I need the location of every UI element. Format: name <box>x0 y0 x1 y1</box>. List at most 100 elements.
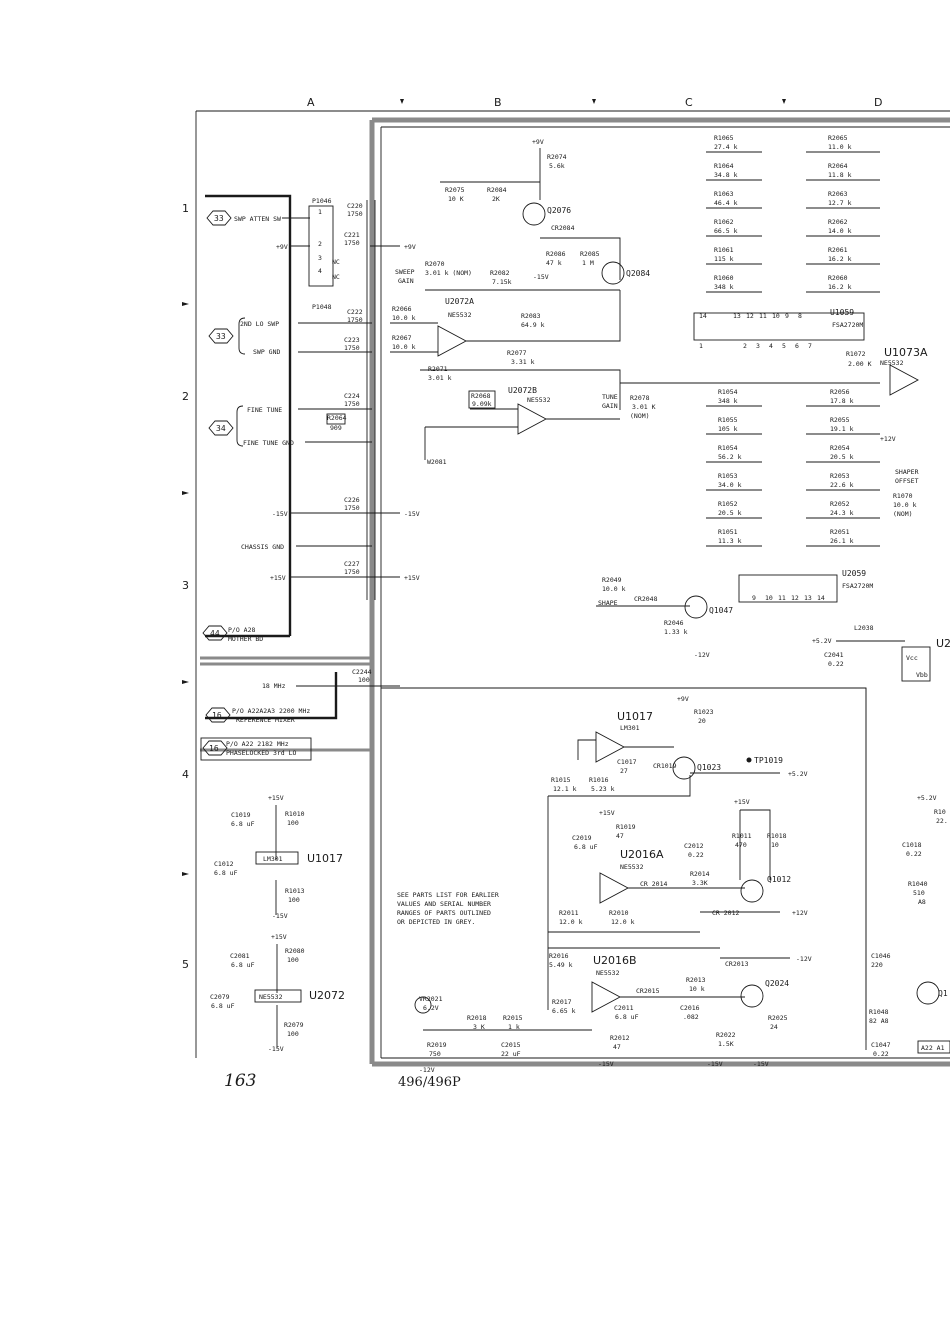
row-label-4: 4 <box>182 768 189 781</box>
wire <box>420 369 621 410</box>
feedthru-caps: C220 1750 C221 1750 C222 1750 C223 1750 … <box>344 200 376 684</box>
pin-number: 4 <box>769 342 773 350</box>
component-value: 11.3 k <box>718 537 742 545</box>
signal-label: CHASSIS GND <box>241 543 284 551</box>
component-label: R2053 <box>830 472 850 480</box>
component-value: 3.01 k (NOM) <box>425 269 472 277</box>
component-value: 66.5 k <box>714 227 738 235</box>
component-label: W2081 <box>427 458 447 466</box>
component-label: R2052 <box>830 500 850 508</box>
component-label: R1013 <box>285 887 305 895</box>
component-value: 0.22 <box>873 1050 889 1058</box>
pin-label: Vcc <box>906 654 918 662</box>
component-value: 12.1 k <box>553 785 577 793</box>
column-label-a: A <box>307 96 315 109</box>
component-label: R2067 <box>392 334 412 342</box>
component-value: 100 <box>287 819 299 827</box>
component-label: R1062 <box>714 218 734 226</box>
component-value: 64.9 k <box>521 321 545 329</box>
component-label: R10 <box>934 808 946 816</box>
component-value: 56.2 k <box>718 453 742 461</box>
component-label: R1011 <box>732 832 752 840</box>
note-line: RANGES OF PARTS OUTLINED <box>397 909 491 917</box>
component-label: C1012 <box>214 860 234 868</box>
component-label: R1016 <box>589 776 609 784</box>
connector-label: P1046 <box>312 197 332 205</box>
control-label: SWEEP <box>395 268 415 276</box>
row-label-5: 5 <box>182 958 189 971</box>
component-value: 47 <box>616 832 624 840</box>
signal-label: P/O A22A2A3 2200 MHz <box>232 707 310 715</box>
signal-label: P/O A28 <box>228 626 255 634</box>
transistor-icon <box>684 595 708 619</box>
component-value: NE5532 <box>527 396 551 404</box>
component-value: 0.22 <box>906 850 922 858</box>
signal-label: SWP GND <box>253 348 280 356</box>
component-value: A8 <box>918 898 926 906</box>
component-label: R1070 <box>893 492 913 500</box>
component-value: 3 K <box>473 1023 485 1031</box>
component-label: R2060 <box>828 274 848 282</box>
component-label: C1017 <box>617 758 637 766</box>
component-value: NE5532 <box>880 359 904 367</box>
component-label: CR2013 <box>725 960 749 968</box>
component-label: U2016B <box>593 954 637 967</box>
component-label: C2012 <box>684 842 704 850</box>
supply-label: -15V <box>533 273 549 281</box>
pin-number: 14 <box>817 594 825 602</box>
supply-label: -12V <box>694 651 710 659</box>
pin-number: 11 <box>778 594 786 602</box>
supply-label: -15V <box>272 912 288 920</box>
component-label: R2056 <box>830 388 850 396</box>
component-value: 24.3 k <box>830 509 854 517</box>
component-label: R2013 <box>686 976 706 984</box>
component-value: 2.00 K <box>848 360 872 368</box>
pin-label: Vbb <box>916 671 928 679</box>
control-label: OFFSET <box>895 477 919 485</box>
component-label: R2014 <box>690 870 710 878</box>
supply-label: +5.2V <box>788 770 808 778</box>
note-line: OR DEPICTED IN GREY. <box>397 918 475 926</box>
component-label: R2015 <box>503 1014 523 1022</box>
component-label: R2049 <box>602 576 622 584</box>
opamp-icon <box>517 403 547 435</box>
component-label: R2061 <box>828 246 848 254</box>
component-label: R2085 <box>580 250 600 258</box>
component-label: R2071 <box>428 365 448 373</box>
component-value: 9.09k <box>472 400 492 408</box>
block-sweep-amp: +9V R2074 5.6k R2075 10 K R2084 2K Q2076… <box>390 138 656 466</box>
signal-label: REFERENCE MIXER <box>236 716 295 724</box>
supply-label: -15V <box>707 1060 723 1068</box>
component-value: FSA2720M <box>842 582 873 590</box>
component-value: 6.8 uF <box>211 1002 235 1010</box>
component-value: 12.0 k <box>611 918 635 926</box>
handwritten-page-number: 163 <box>224 1071 256 1091</box>
component-value: 470 <box>735 841 747 849</box>
signal-number: 16 <box>209 744 219 753</box>
signal-label: PHASELOCKED 3rd LO <box>226 749 297 757</box>
component-value: LM301 <box>620 724 640 732</box>
opamp-icon <box>591 981 621 1013</box>
component-label: R1063 <box>714 190 734 198</box>
component-value: 24 <box>770 1023 778 1031</box>
component-value: 47 <box>613 1043 621 1051</box>
supply-label: +5.2V <box>917 794 937 802</box>
component-label: R2055 <box>830 416 850 424</box>
supply-label: -15V <box>268 1045 284 1053</box>
component-value: 1 M <box>582 259 594 267</box>
block-u1017: U1017 LM301 +9V R1023 20 Q1023 C1017 27 … <box>548 695 808 797</box>
component-label: C224 <box>344 392 360 400</box>
component-value: 47 k <box>546 259 562 267</box>
connector-label: P1048 <box>312 303 332 311</box>
component-value: 46.4 k <box>714 199 738 207</box>
row-label-3: 3 <box>182 579 189 592</box>
note-line: VALUES AND SERIAL NUMBER <box>397 900 491 908</box>
component-label: R1015 <box>551 776 571 784</box>
signal-number: 34 <box>216 424 226 433</box>
tag-box <box>200 737 312 761</box>
control-label: GAIN <box>602 402 618 410</box>
component-value: 1750 <box>344 400 360 408</box>
component-label: R2017 <box>552 998 572 1006</box>
component-label: U2016A <box>620 848 664 861</box>
supply-label: -15V <box>598 1060 614 1068</box>
